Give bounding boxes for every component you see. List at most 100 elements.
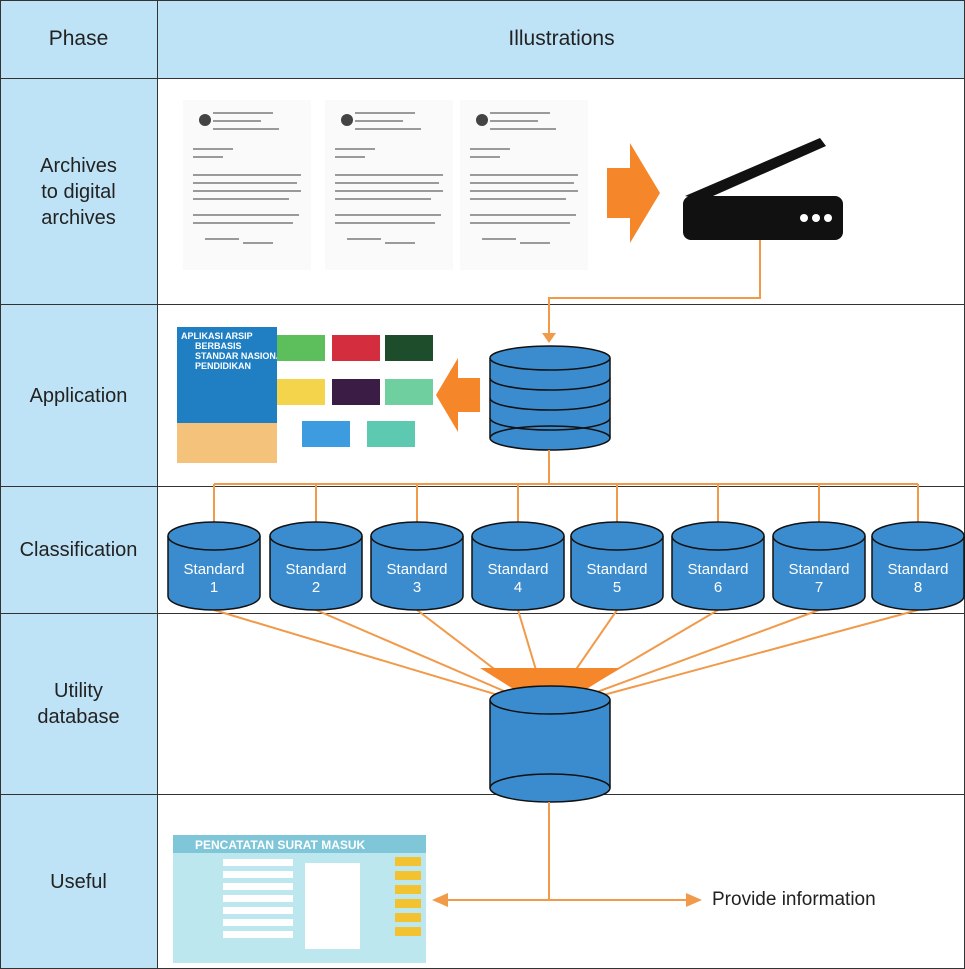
cylinder-body [269,536,363,611]
standard-number: 2 [312,579,320,596]
phase-classification-label: Classification [19,539,138,561]
document-text-line [470,182,574,184]
document-text-line [335,190,443,192]
phase-header: Phase [0,0,157,78]
document-text-line [347,238,381,240]
cylinder-body [570,536,664,611]
document-text-line [355,120,403,122]
standard-label: Standard [286,561,347,578]
document-text-line [470,214,576,216]
app-tile [332,335,380,361]
document-text-line [385,242,415,244]
grid-line [0,613,965,614]
scanner-to-database-connector [548,240,761,335]
document-text-line [213,120,261,122]
cylinder-body [370,536,464,611]
form-field [223,883,293,890]
document-text-line [335,222,435,224]
document-text-line [470,190,578,192]
form-button [395,927,421,936]
cylinder-top [370,521,464,551]
arrow-right-icon [607,143,660,243]
arrow-left-head-icon [432,893,448,907]
document-text-line [470,156,500,158]
phase-useful: Useful [0,795,157,969]
document-text-line [193,198,289,200]
form-field [223,907,293,914]
cylinder-top [471,521,565,551]
archive-document-2 [325,100,453,270]
app-tile [277,379,325,405]
document-text-line [335,198,431,200]
illustrations-header-label: Illustrations [508,27,615,50]
standard-number: 3 [413,579,421,596]
standard-label: Standard [888,561,949,578]
cylinder-top [269,521,363,551]
form-title-bar [173,835,426,853]
document-text-line [213,112,273,114]
document-text-line [335,148,375,150]
document-text-line [335,182,439,184]
document-text-line [482,238,516,240]
app-people-illustration [177,423,277,463]
document-text-line [470,222,570,224]
form-button [395,899,421,908]
document-text-line [490,112,550,114]
cylinder-top [671,521,765,551]
illustrations-header: Illustrations [158,0,965,78]
provide-information-label: Provide information [712,889,876,910]
app-title-line: PENDIDIKAN [195,361,252,371]
utility-database-icon [489,685,611,803]
document-text-line [335,156,365,158]
standard-number: 1 [210,579,218,596]
standard-number: 5 [613,579,621,596]
standard-number: 8 [914,579,922,596]
standard-label: Standard [688,561,749,578]
form-button [395,913,421,922]
form-button [395,885,421,894]
app-title-line: STANDAR NASIONAL [195,351,288,361]
document-logo-icon [199,114,211,126]
document-text-line [490,120,538,122]
app-title: APLIKASI ARSIP BERBASIS STANDAR NASIONAL… [181,331,288,371]
standard-label: Standard [789,561,850,578]
document-text-line [193,190,301,192]
document-text-line [193,222,293,224]
document-text-line [193,182,297,184]
form-button [395,871,421,880]
document-text-line [490,128,556,130]
cylinder-top [772,521,866,551]
document-text-line [335,174,443,176]
form-document-preview [305,863,360,949]
cylinder-top [167,521,261,551]
phase-archives: Archives to digital archives [0,79,157,304]
standards-group: Standard1Standard2Standard3Standard4Stan… [167,521,965,611]
standard-label: Standard [587,561,648,578]
app-title-line: APLIKASI ARSIP [181,331,253,341]
document-text-line [470,148,510,150]
app-tile [385,335,433,361]
phase-utility-database: Utility database [0,614,157,794]
cylinder-body [671,536,765,611]
cylinder-top [570,521,664,551]
app-content [277,327,433,463]
app-tile [277,335,325,361]
phase-utility-database-label: Utility database [37,680,120,728]
form-field [223,859,293,866]
phase-application-label: Application [29,384,128,407]
cylinder-body [772,536,866,611]
grid-line [0,0,965,1]
document-text-line [355,112,415,114]
arrow-left-icon [436,358,480,432]
arrow-right-head-icon [686,893,702,907]
phase-application: Application [0,305,157,486]
document-text-line [470,198,566,200]
form-field [223,895,293,902]
app-tile [385,379,433,405]
